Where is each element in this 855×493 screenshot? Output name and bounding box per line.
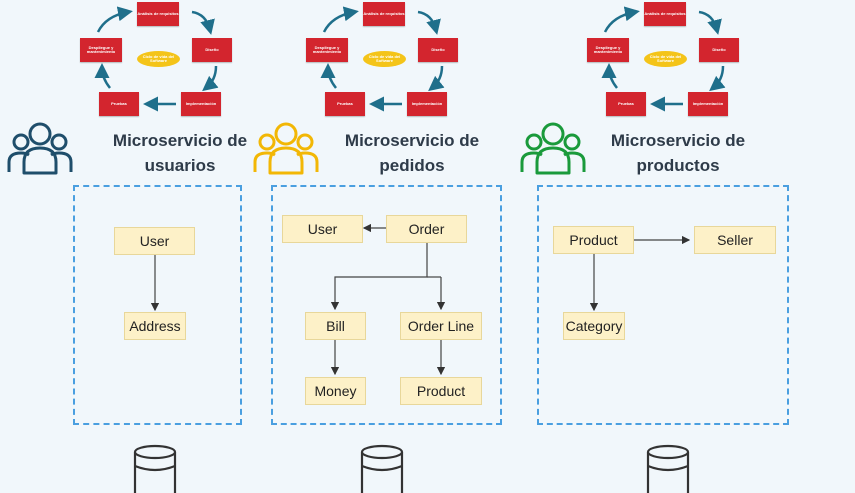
lifecycle-diagram-usuarios: Análisis de requisitos Diseño Implementa… — [80, 0, 240, 120]
service-title-line2: usuarios — [144, 156, 216, 175]
entity-user: User — [282, 215, 363, 243]
cycle-testing: Pruebas — [606, 92, 646, 116]
entity-product: Product — [400, 377, 482, 405]
database-icon — [133, 444, 177, 493]
service-title-line1: Microservicio de — [610, 131, 746, 150]
lifecycle-diagram-pedidos: Análisis de requisitos Diseño Implementa… — [306, 0, 466, 120]
cycle-arrows — [601, 6, 726, 112]
users-icon — [7, 122, 73, 175]
database-icon — [646, 444, 690, 493]
cycle-center: Ciclo de vida del Software — [644, 51, 687, 67]
service-title-line2: pedidos — [379, 156, 445, 175]
entity-bill: Bill — [305, 312, 366, 340]
entity-order: Order — [386, 215, 467, 243]
entity-user: User — [114, 227, 195, 255]
cycle-design: Diseño — [192, 38, 232, 62]
cycle-testing: Pruebas — [325, 92, 365, 116]
cycle-analysis: Análisis de requisitos — [644, 2, 686, 26]
cycle-analysis: Análisis de requisitos — [363, 2, 405, 26]
service-title-pedidos: Microservicio de pedidos — [317, 128, 507, 178]
service-boundary-productos — [537, 185, 789, 425]
cycle-center: Ciclo de vida del Software — [363, 51, 406, 67]
entity-address: Address — [124, 312, 186, 340]
service-title-line2: productos — [636, 156, 720, 175]
service-title-line1: Microservicio de — [112, 131, 248, 150]
cycle-center: Ciclo de vida del Software — [137, 51, 180, 67]
cycle-analysis: Análisis de requisitos — [137, 2, 179, 26]
cycle-deployment: Despliegue y mantenimiento — [306, 38, 348, 62]
service-title-productos: Microservicio de productos — [583, 128, 773, 178]
arrow-order-split — [330, 242, 428, 311]
entity-seller: Seller — [694, 226, 776, 254]
users-icon — [253, 122, 319, 175]
cycle-design: Diseño — [418, 38, 458, 62]
users-icon — [520, 122, 586, 175]
cycle-implementation: Implementación — [181, 92, 221, 116]
cycle-implementation: Implementación — [407, 92, 447, 116]
service-title-line1: Microservicio de — [344, 131, 480, 150]
service-title-usuarios: Microservicio de usuarios — [85, 128, 275, 178]
service-boundary-pedidos — [271, 185, 502, 425]
entity-category: Category — [563, 312, 625, 340]
cycle-implementation: Implementación — [688, 92, 728, 116]
entity-order-line: Order Line — [400, 312, 482, 340]
cycle-testing: Pruebas — [99, 92, 139, 116]
cycle-deployment: Despliegue y mantenimiento — [587, 38, 629, 62]
cycle-arrows — [94, 6, 219, 112]
entity-money: Money — [305, 377, 366, 405]
database-icon — [360, 444, 404, 493]
cycle-arrows — [320, 6, 445, 112]
lifecycle-diagram-productos: Análisis de requisitos Diseño Implementa… — [587, 0, 747, 120]
cycle-deployment: Despliegue y mantenimiento — [80, 38, 122, 62]
service-boundary-usuarios — [73, 185, 242, 425]
entity-product: Product — [553, 226, 634, 254]
cycle-design: Diseño — [699, 38, 739, 62]
